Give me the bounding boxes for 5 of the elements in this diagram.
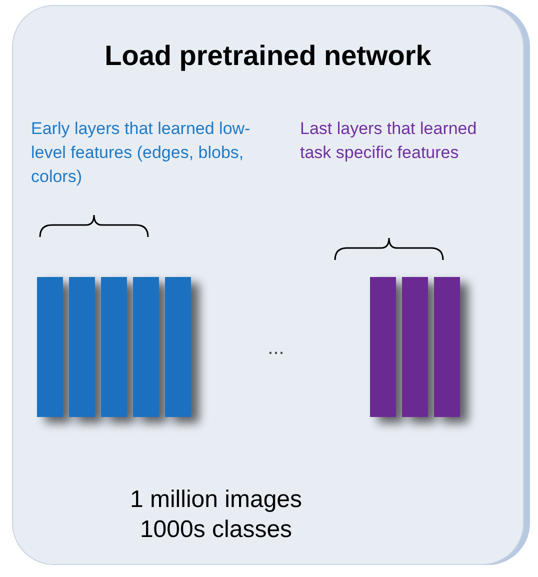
- layer-description: Last layers that learned task specific features: [300, 118, 478, 164]
- dataset-note: 1 million images 1000s classes: [128, 485, 304, 545]
- ellipsis-text: ...: [266, 336, 286, 360]
- layer-description: Early layers that learned low-level features (edges, blobs, colors): [31, 118, 252, 188]
- panel-heading: Load pretrained network: [104, 40, 432, 72]
